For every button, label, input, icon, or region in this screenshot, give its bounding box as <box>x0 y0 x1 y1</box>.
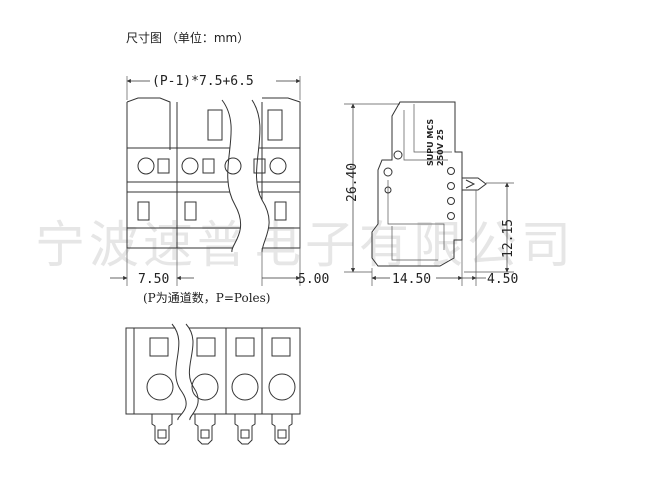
top-width-dim-label: (P-1)*7.5+6.5 <box>152 74 254 89</box>
depth-dim-label: 14.50 <box>392 272 431 287</box>
pitch-dim-label: 7.50 <box>138 272 169 287</box>
brand-label-line2: 250V 25 <box>436 129 445 166</box>
watermark-text: 宁波速普电子有限公司 <box>35 216 575 274</box>
side-view: 26.40 SUPU MCS 250V 25 12.15 14.50 <box>344 101 518 287</box>
page-title: 尺寸图 （单位：mm） <box>126 30 249 45</box>
bottom-view <box>125 323 301 445</box>
pole-note: (P为通道数，P=Poles) <box>143 290 270 305</box>
brand-label-line1: SUPU MCS <box>426 119 435 166</box>
front-view: (P-1)*7.5+6.5 7.50 <box>110 73 329 305</box>
height-dim-label: 26.40 <box>345 163 360 202</box>
pin-height-dim-label: 12.15 <box>501 219 516 258</box>
offset-dim-label: 4.50 <box>487 272 518 287</box>
end-dim-label: 5.00 <box>298 272 329 287</box>
